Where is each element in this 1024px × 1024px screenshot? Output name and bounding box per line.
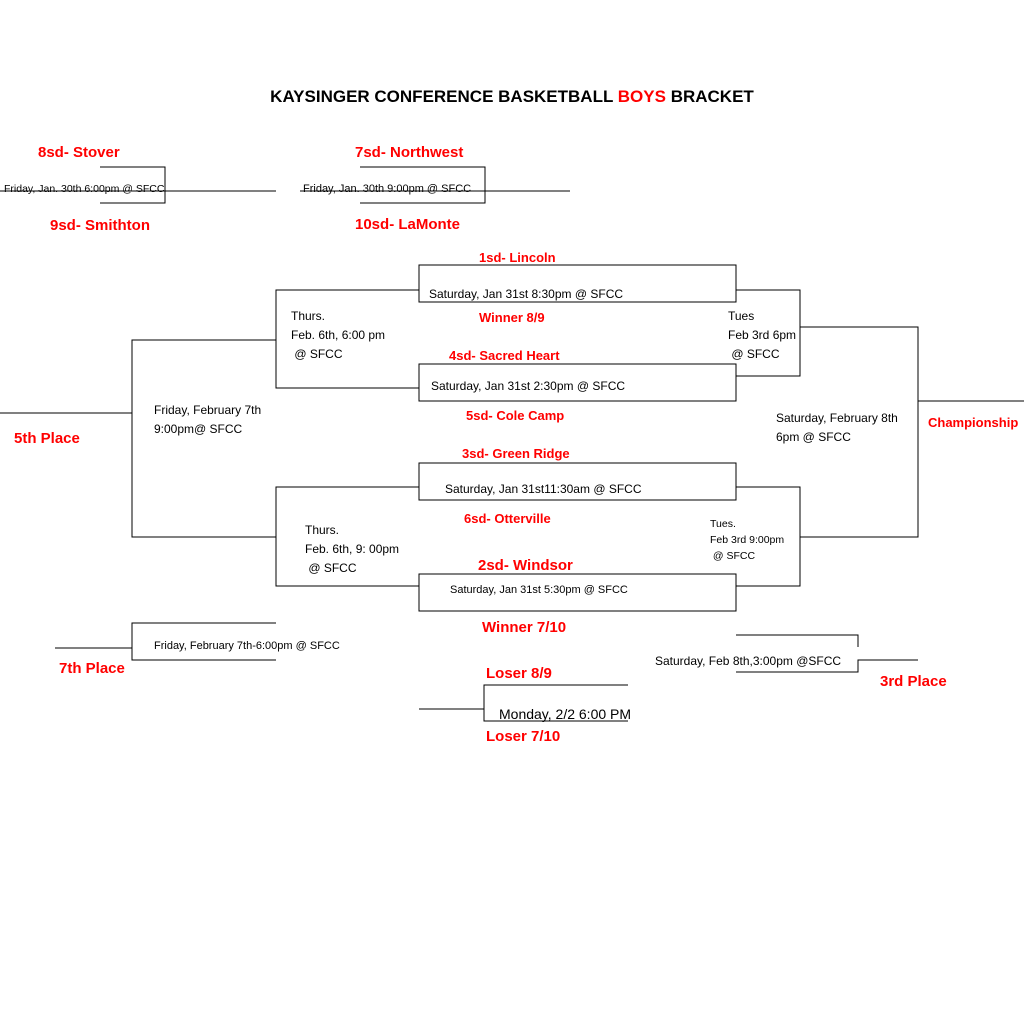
third-bracket-2 xyxy=(736,659,918,673)
qf-1-info: Saturday, Jan 31st 8:30pm @ SFCC xyxy=(429,287,624,301)
third-bracket xyxy=(736,634,859,647)
loser-game-info: Monday, 2/2 6:00 PM xyxy=(499,706,632,722)
team-winner-8-9: Winner 8/9 xyxy=(479,310,545,325)
play-in-1-bracket xyxy=(100,166,166,204)
semi-2-info: Tues. Feb 3rd 9:00pm @ SFCC xyxy=(710,518,785,562)
play-in-1-info: Friday, Jan. 30th 6:00pm @ SFCC xyxy=(4,183,165,195)
cons-2-info: Thurs. Feb. 6th, 9: 00pm @ SFCC xyxy=(305,523,400,575)
semi-1-bracket xyxy=(736,289,801,377)
team-northwest: 7sd- Northwest xyxy=(355,144,464,161)
final-info: Saturday, February 8th 6pm @ SFCC xyxy=(776,411,898,444)
cons-1-bracket xyxy=(275,289,419,389)
championship-label: Championship xyxy=(928,415,1019,430)
team-sacred-heart: 4sd- Sacred Heart xyxy=(449,348,560,363)
team-loser-7-10: Loser 7/10 xyxy=(486,728,561,745)
play-in-2-bracket xyxy=(360,166,486,204)
team-windsor: 2sd- Windsor xyxy=(478,557,573,574)
seventh-bracket xyxy=(131,622,276,661)
title-accent: BOYS xyxy=(617,87,666,106)
qf-2-info: Saturday, Jan 31st 2:30pm @ SFCC xyxy=(431,379,626,393)
play-in-2-info: Friday, Jan. 30th 9:00pm @ SFCC xyxy=(303,183,472,195)
team-smithton: 9sd- Smithton xyxy=(50,217,150,234)
seventh-place-label: 7th Place xyxy=(59,660,125,677)
page-title: KAYSINGER CONFERENCE BASKETBALL BOYS BRA… xyxy=(0,87,1024,107)
team-winner-7-10: Winner 7/10 xyxy=(482,619,567,636)
qf-3-info: Saturday, Jan 31st11:30am @ SFCC xyxy=(445,482,642,496)
semi-1-info: Tues Feb 3rd 6pm @ SFCC xyxy=(728,309,797,361)
third-place-label: 3rd Place xyxy=(880,673,947,690)
qf-1-box xyxy=(418,264,737,303)
team-otterville: 6sd- Otterville xyxy=(464,511,551,526)
team-lincoln: 1sd- Lincoln xyxy=(479,250,556,265)
team-loser-8-9: Loser 8/9 xyxy=(486,665,552,682)
fifth-place-label: 5th Place xyxy=(14,430,80,447)
third-game-info: Saturday, Feb 8th,3:00pm @SFCC xyxy=(655,654,842,668)
qf-4-info: Saturday, Jan 31st 5:30pm @ SFCC xyxy=(450,584,628,596)
loser-bracket xyxy=(483,684,628,722)
qf-2-box xyxy=(418,363,737,402)
seventh-game-info: Friday, February 7th-6:00pm @ SFCC xyxy=(154,640,340,652)
fifth-bracket xyxy=(131,339,276,538)
fifth-game-info: Friday, February 7th 9:00pm@ SFCC xyxy=(154,403,262,436)
title-main: KAYSINGER CONFERENCE BASKETBALL xyxy=(270,87,614,106)
final-bracket xyxy=(800,326,919,538)
team-stover: 8sd- Stover xyxy=(38,144,120,161)
qf-3-box xyxy=(418,462,737,501)
team-lamonte: 10sd- LaMonte xyxy=(355,216,461,233)
title-end: BRACKET xyxy=(670,87,754,106)
team-cole-camp: 5sd- Cole Camp xyxy=(466,408,565,423)
team-green-ridge: 3sd- Green Ridge xyxy=(462,446,570,461)
cons-1-info: Thurs. Feb. 6th, 6:00 pm @ SFCC xyxy=(291,309,386,361)
qf-4-box xyxy=(418,573,737,612)
